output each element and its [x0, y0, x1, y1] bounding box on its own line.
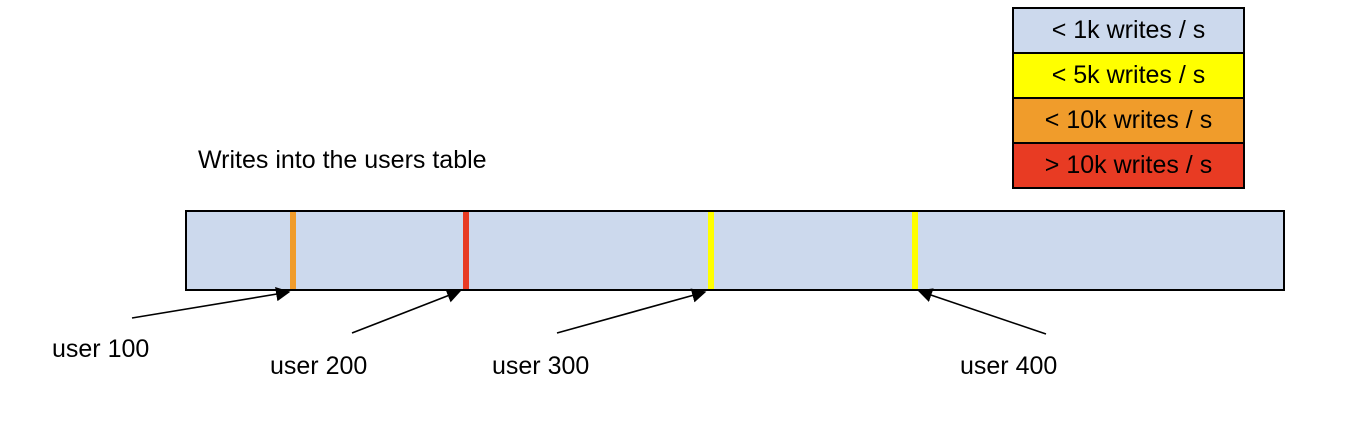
user-300-label: user 300	[492, 352, 590, 380]
write-hotspot-user-200	[463, 212, 469, 289]
write-hotspot-user-400	[912, 212, 918, 289]
legend-item-label: < 1k writes / s	[1051, 16, 1206, 44]
user-100-label: user 100	[52, 335, 150, 363]
legend-item-lt-10k: < 10k writes / s	[1012, 97, 1245, 144]
legend-item-label: < 10k writes / s	[1044, 106, 1213, 134]
arrow-user-300	[556, 288, 707, 334]
users-table-bar	[185, 210, 1285, 291]
arrow-user-400	[917, 288, 1047, 335]
arrow-user-200	[351, 288, 462, 334]
user-400-label: user 400	[960, 352, 1058, 380]
diagram-title: Writes into the users table	[198, 146, 487, 174]
legend-item-gt-10k: > 10k writes / s	[1012, 142, 1245, 189]
legend-item-lt-5k: < 5k writes / s	[1012, 52, 1245, 99]
user-200-label: user 200	[270, 352, 368, 380]
legend-item-label: > 10k writes / s	[1044, 151, 1213, 179]
arrow-user-100	[131, 287, 291, 319]
write-hotspot-user-300	[708, 212, 714, 289]
write-hotspot-user-100	[290, 212, 296, 289]
legend-item-label: < 5k writes / s	[1051, 61, 1206, 89]
legend-item-lt-1k: < 1k writes / s	[1012, 7, 1245, 54]
write-rate-legend: < 1k writes / s < 5k writes / s < 10k wr…	[1012, 7, 1245, 189]
